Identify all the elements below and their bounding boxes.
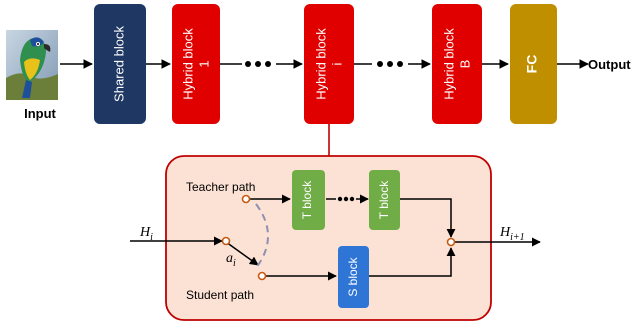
shared-block: Shared block [94,4,146,124]
hybrid-block-b-label: Hybrid block [441,28,456,100]
t-block-first: T block [292,170,325,230]
hybrid-block-b: Hybrid block B [432,4,482,124]
hybrid-block-i: Hybrid block i [304,4,354,124]
output-variable: Hi+1 [499,225,525,243]
fc-block-label: FC [524,55,540,74]
input-label: Input [24,106,56,121]
hybrid-block-1: Hybrid block 1 [172,4,220,124]
switch-dashed-arc [255,203,269,269]
student-path-label: Student path [186,288,254,302]
switch-variable: ai [226,251,236,269]
hybrid-block-i-index: i [329,62,344,65]
s-block-label: S block [346,256,360,296]
ellipsis-dots-1 [245,61,271,67]
teacher-switch-node [241,194,251,204]
t-block-last-label: T block [377,180,391,219]
hybrid-block-1-label: Hybrid block [180,28,195,100]
fc-block: FC [510,4,557,124]
hybrid-block-1-index: 1 [196,60,211,67]
input-image [6,30,58,100]
input-variable: Hi [139,225,153,243]
detail-connectors [130,194,541,281]
merge-node [446,237,456,247]
switch-pivot-node [221,236,231,246]
t-block-last: T block [369,170,400,230]
student-switch-node [257,271,267,281]
shared-block-label: Shared block [111,26,126,102]
hybrid-block-b-index: B [457,60,472,69]
hybrid-block-i-label: Hybrid block [313,28,328,100]
s-block: S block [338,246,369,308]
teacher-path-label: Teacher path [186,180,255,194]
detail-ellipsis-dots [337,196,355,202]
output-label: Output [588,57,631,72]
ellipsis-dots-2 [377,61,403,67]
t-block-first-label: T block [300,180,314,219]
